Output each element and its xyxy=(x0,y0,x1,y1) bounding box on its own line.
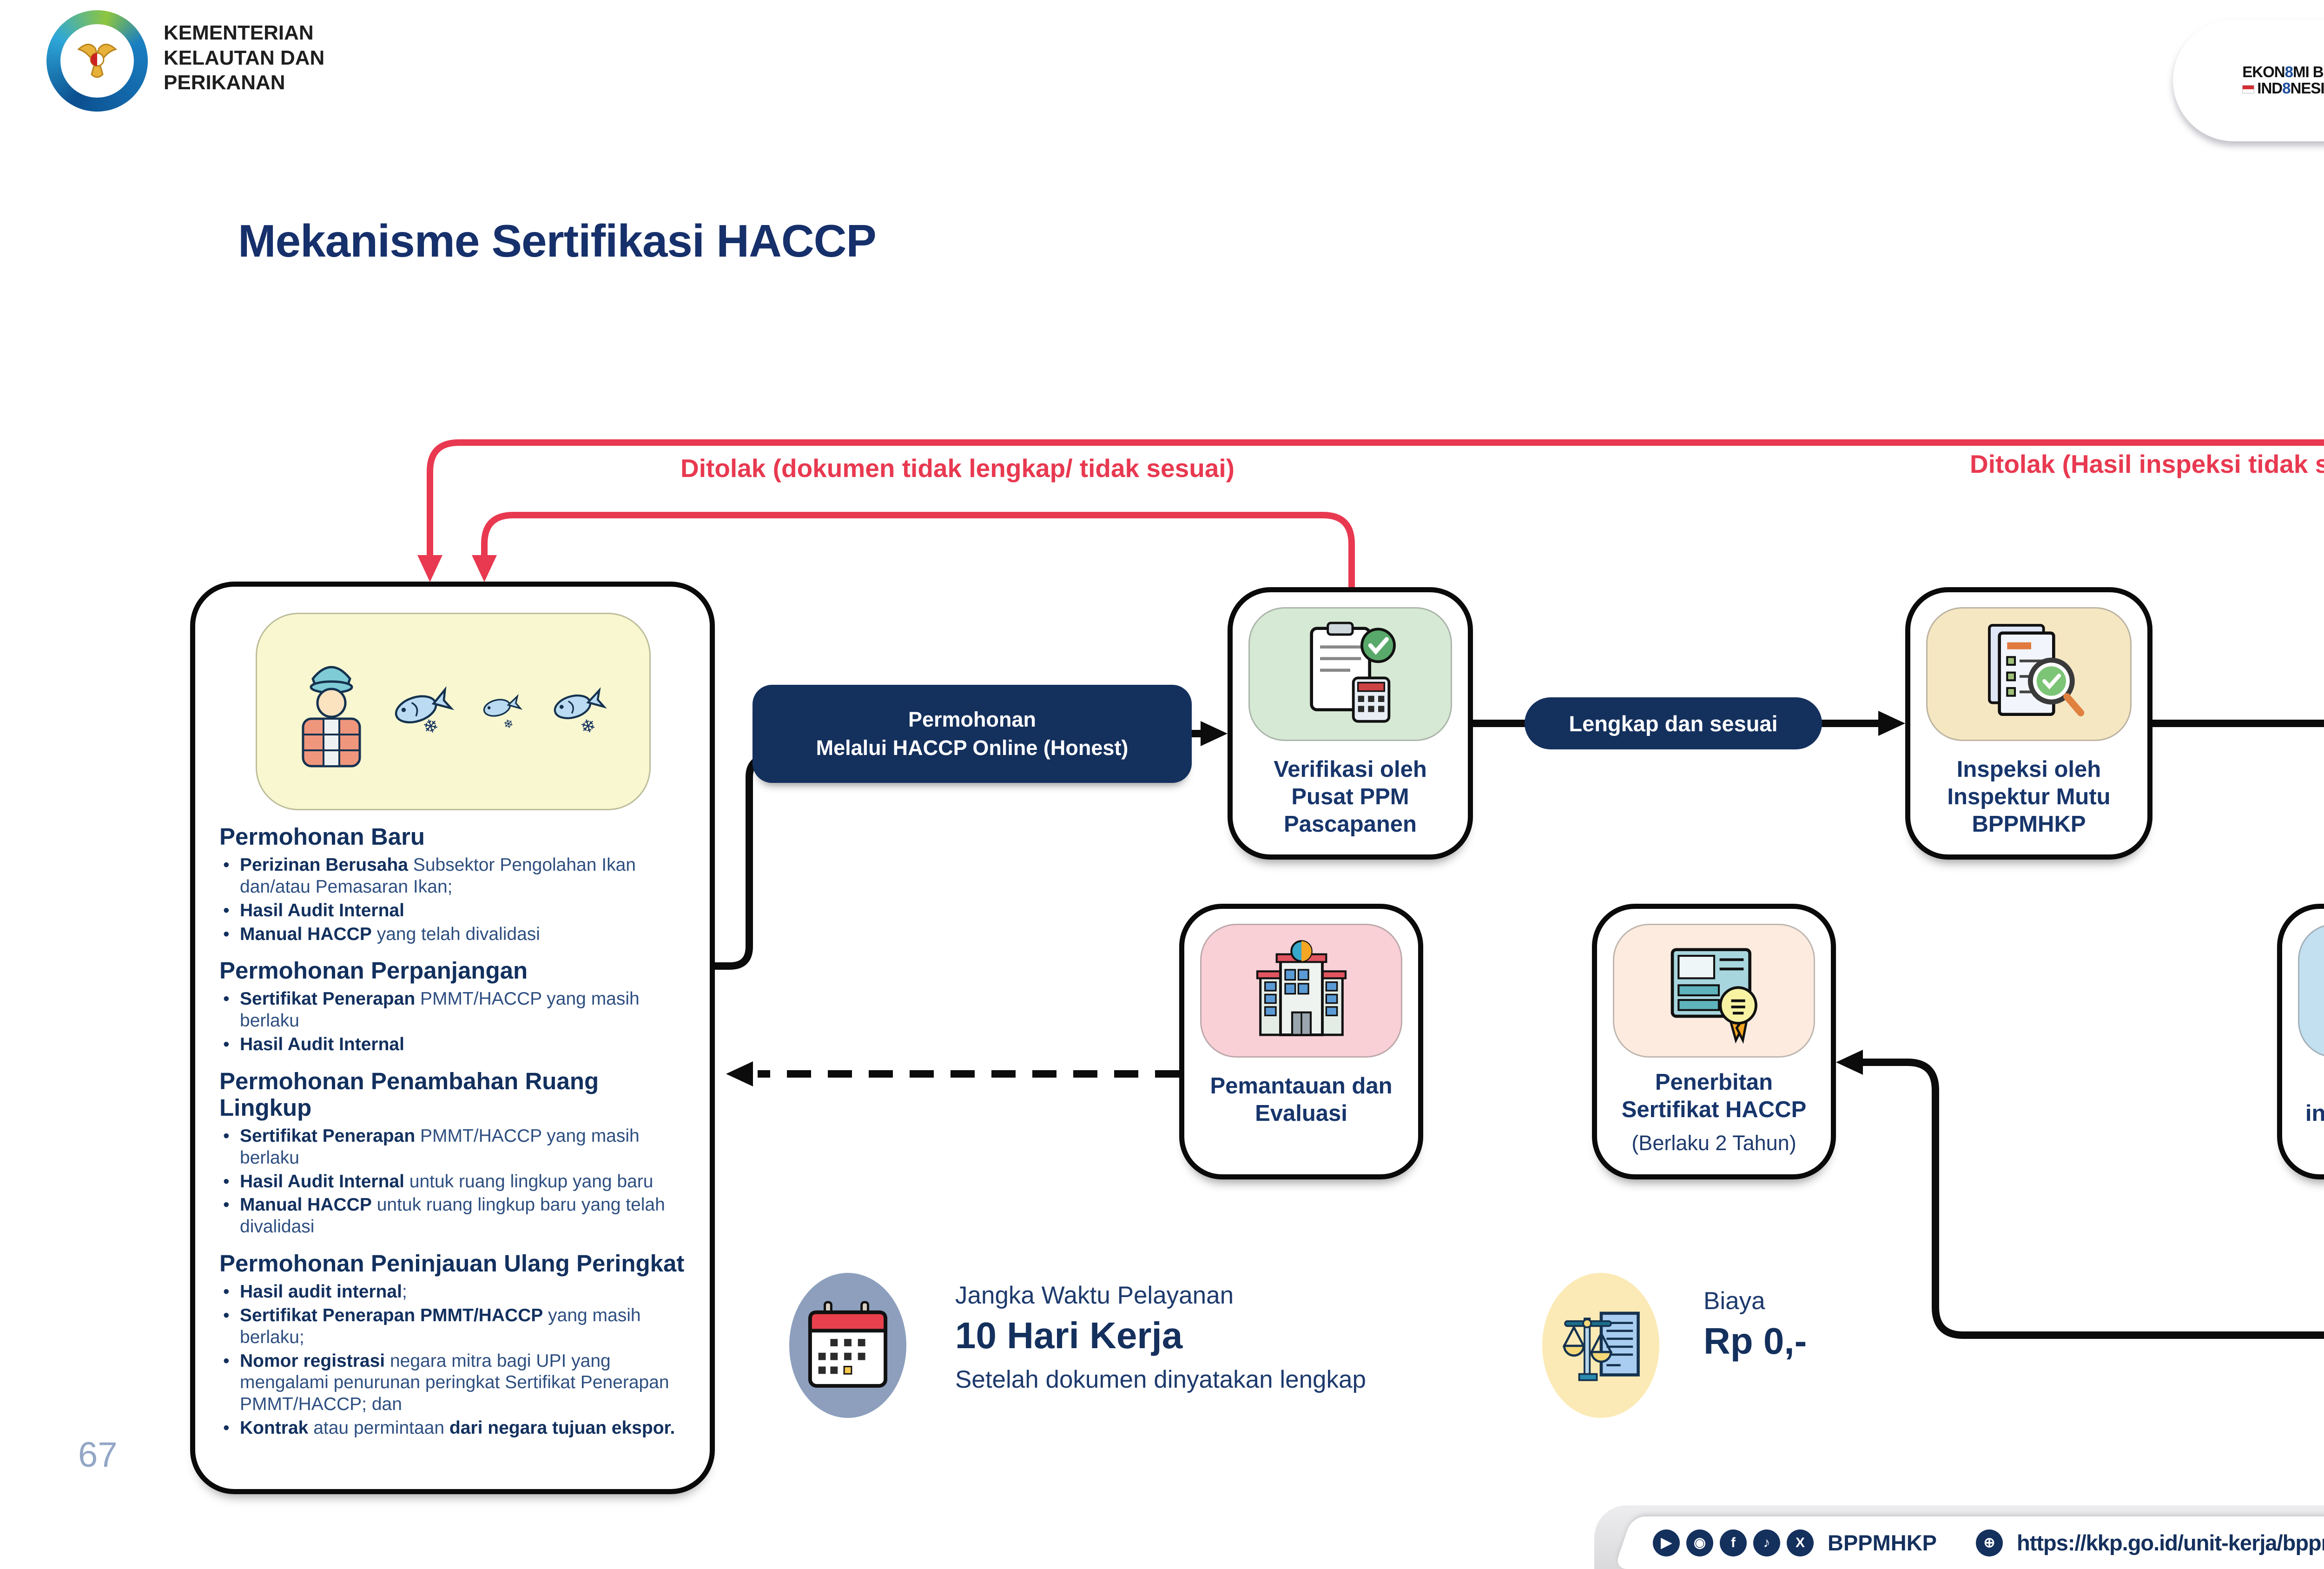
checklist-shield-icon: ✗✓✗✓ xyxy=(2298,924,2324,1058)
requirement-item: Sertifikat Penerapan PMMT/HACCP yang mas… xyxy=(219,1125,687,1169)
requirement-item: Hasil Audit Internal xyxy=(219,900,687,922)
inspeksi-node: Inspeksi oleh Inspektur Mutu BPPMHKP xyxy=(1905,587,2152,860)
requirement-bullets: Perizinan Berusaha Subsektor Pengolahan … xyxy=(219,854,687,945)
social-handle: BPPMHKP xyxy=(1828,1530,1937,1555)
pemantauan-node: Pemantauan dan Evaluasi xyxy=(1179,904,1423,1179)
cost-block: Biaya Rp 0,- xyxy=(1703,1287,1807,1363)
requirement-bullets: Hasil audit internal;Sertifikat Penerapa… xyxy=(219,1281,687,1439)
connector-inspeksi-to-evaluasi xyxy=(2152,720,2324,727)
page-number: 67 xyxy=(78,1435,118,1475)
requirement-section-heading: Permohonan Penambahan Ruang Lingkup xyxy=(219,1067,599,1121)
connector-reject-documents xyxy=(481,512,1355,587)
garuda-icon xyxy=(77,44,118,78)
certificate-icon xyxy=(1613,924,1815,1058)
facebook-icon: f xyxy=(1720,1529,1747,1556)
scales-document-icon xyxy=(1542,1273,1659,1418)
youtube-icon: ▶ xyxy=(1653,1529,1680,1556)
arrowhead xyxy=(1836,1050,1863,1075)
reject-inspection-label: Ditolak (Hasil inspeksi tidak sesuai) xyxy=(1970,450,2324,478)
requirement-bullets: Sertifikat Penerapan PMMT/HACCP yang mas… xyxy=(219,988,687,1055)
page-title: Mekanisme Sertifikasi HACCP xyxy=(238,215,877,266)
clipboard-check-icon xyxy=(1248,607,1452,741)
arrowhead xyxy=(726,1061,753,1086)
evaluasi-node: ✗✓✗✓ Evaluasi hasil inspeksi oleh Tim Te… xyxy=(2277,904,2324,1179)
requirement-section-heading: Permohonan Perpanjangan xyxy=(219,957,528,984)
svg-text:❄: ❄ xyxy=(578,715,598,738)
connector-reject-inspection xyxy=(427,439,2324,555)
connector-evaluasi-to-penerbitan xyxy=(1863,1059,2324,1339)
ministry-name-line3: PERIKANAN xyxy=(164,71,285,94)
evaluasi-label: Evaluasi hasil inspeksi oleh Tim Teknis xyxy=(2305,1100,2324,1126)
service-time-value: 10 Hari Kerja xyxy=(955,1315,1183,1356)
svg-text:❄: ❄ xyxy=(502,716,515,731)
verifikasi-node: Verifikasi oleh Pusat PPM Pascapanen xyxy=(1228,587,1473,860)
pemantauan-label: Pemantauan dan Evaluasi xyxy=(1210,1073,1393,1126)
requirement-item: Perizinan Berusaha Subsektor Pengolahan … xyxy=(219,854,687,898)
requirement-item: Kontrak atau permintaan dari negara tuju… xyxy=(219,1417,687,1439)
requirement-bullets: Sertifikat Penerapan PMMT/HACCP yang mas… xyxy=(219,1125,687,1238)
arrowhead-red xyxy=(417,555,442,582)
fisherman-fish-icon: ❄ ❄ ❄ xyxy=(255,613,651,810)
fish-icon: ❄ xyxy=(483,694,523,732)
fish-icon: ❄ xyxy=(395,686,455,739)
connector-leftbox-to-button xyxy=(715,754,790,970)
service-time-label: Jangka Waktu Pelayanan xyxy=(955,1282,1234,1309)
footer-social-bar: ▶◉ f♪ X BPPMHKP ⊕ https://kkp.go.id/unit-k… xyxy=(1614,1516,2324,1569)
requirement-item: Nomor registrasi negara mitra bagi UPI y… xyxy=(219,1351,687,1416)
requirement-item: Manual HACCP yang telah divalidasi xyxy=(219,924,687,946)
footer-social-icons: ▶◉ f♪ X xyxy=(1653,1529,1814,1556)
service-time-note: Setelah dokumen dinyatakan lengkap xyxy=(955,1366,1366,1393)
fish-icon: ❄ xyxy=(554,687,607,738)
lengkap-dan-sesuai-badge: Lengkap dan sesuai xyxy=(1525,697,1822,749)
requirement-item: Sertifikat Penerapan PMMT/HACCP yang mas… xyxy=(219,988,687,1032)
requirement-item: Hasil Audit Internal untuk ruang lingkup… xyxy=(219,1171,687,1193)
arrowhead-red xyxy=(472,555,497,582)
ministry-name-line1: KEMENTERIAN xyxy=(164,21,314,44)
reject-documents-label: Ditolak (dokumen tidak lengkap/ tidak se… xyxy=(680,454,1235,483)
arrowhead xyxy=(1201,721,1228,746)
verifikasi-label: Verifikasi oleh Pusat PPM Pascapanen xyxy=(1274,757,1427,837)
requirement-item: Sertifikat Penerapan PMMT/HACCP yang mas… xyxy=(219,1305,687,1349)
ministry-name-line2: KELAUTAN DAN xyxy=(164,46,325,69)
cost-value: Rp 0,- xyxy=(1703,1320,1807,1362)
instagram-icon: ◉ xyxy=(1686,1529,1713,1556)
footer-url: https://kkp.go.id/unit-kerja/bppmhkp xyxy=(2017,1530,2324,1555)
permohonan-line1: Permohonan xyxy=(908,707,1037,731)
requirement-item: Hasil audit internal; xyxy=(219,1281,687,1303)
indonesia-flag-icon xyxy=(2242,85,2255,93)
tiktok-icon: ♪ xyxy=(1753,1529,1780,1556)
svg-text:❄: ❄ xyxy=(420,714,441,738)
permohonan-line2: Melalui HACCP Online (Honest) xyxy=(816,735,1129,760)
x-icon: X xyxy=(1787,1529,1814,1556)
inspeksi-label: Inspeksi oleh Inspektur Mutu BPPMHKP xyxy=(1947,757,2111,837)
calendar-icon xyxy=(789,1273,906,1418)
penerbitan-validity: (Berlaku 2 Tahun) xyxy=(1631,1131,1796,1155)
requirement-item: Hasil Audit Internal xyxy=(219,1034,687,1056)
requirements-box: ❄ ❄ ❄ Permohonan BaruPerizinan Berusaha … xyxy=(190,582,715,1494)
document-magnifier-icon xyxy=(1926,607,2132,741)
globe-icon: ⊕ xyxy=(1976,1529,2003,1556)
requirement-item: Manual HACCP untuk ruang lingkup baru ya… xyxy=(219,1194,687,1238)
ekonomi-biru-logo: EKON8MI BIRU UNTUK IND8NESIA EMAS xyxy=(2242,63,2324,97)
fisherman-icon xyxy=(302,666,361,768)
requirement-section-heading: Permohonan Peninjauan Ulang Peringkat xyxy=(219,1250,685,1277)
requirement-section-heading: Permohonan Baru xyxy=(219,823,425,850)
permohonan-node: Permohonan Melalui HACCP Online (Honest) xyxy=(753,685,1192,783)
kkp-ministry-logo-icon xyxy=(46,10,148,112)
penerbitan-label: Penerbitan Sertifikat HACCP xyxy=(1621,1070,1807,1122)
cost-label: Biaya xyxy=(1703,1287,1765,1315)
building-icon xyxy=(1200,924,1402,1058)
penerbitan-node: Penerbitan Sertifikat HACCP (Berlaku 2 T… xyxy=(1592,904,1836,1179)
header-logos-card: EKON8MI BIRU UNTUK IND8NESIA EMAS KKP 20… xyxy=(2173,20,2324,141)
service-time-block: Jangka Waktu Pelayanan 10 Hari Kerja Set… xyxy=(955,1281,1366,1394)
arrowhead xyxy=(1878,711,1905,736)
requirements-list: Permohonan BaruPerizinan Berusaha Subsek… xyxy=(219,823,687,1439)
ministry-name: KEMENTERIAN KELAUTAN DAN PERIKANAN xyxy=(164,20,324,95)
